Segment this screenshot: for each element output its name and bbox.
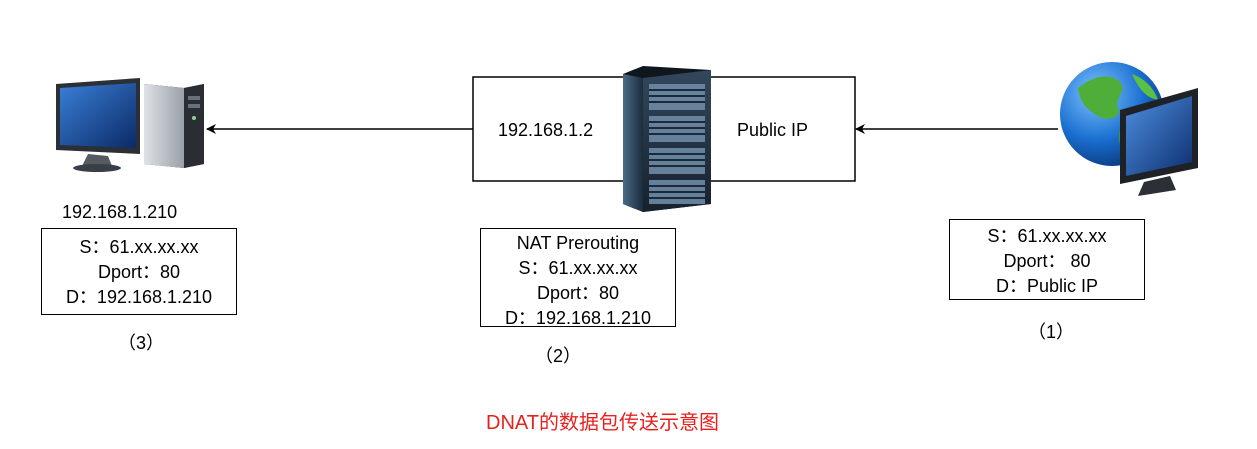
packet-chain: NAT Prerouting (516, 233, 640, 253)
packet-dport: Dport：80 (536, 283, 620, 303)
nat-outer-ip: Public IP (737, 120, 809, 140)
destination-ip-label: 192.168.1.210 (62, 202, 178, 222)
packet-source: S：61.xx.xx.xx (987, 226, 1107, 246)
step-label-1: （1） (1028, 322, 1075, 342)
packet-destination: D：Public IP (995, 276, 1099, 296)
packet-dport: Dport： 80 (1003, 251, 1091, 271)
step-label-3: （3） (118, 333, 165, 353)
server-rack-icon (621, 66, 713, 212)
packet-destination: D：192.168.1.210 (504, 308, 652, 328)
packet-dport: Dport：80 (97, 262, 181, 282)
packet-source: S：61.xx.xx.xx (518, 258, 638, 278)
packet-box-step-2: NAT Prerouting S：61.xx.xx.xx Dport：80 D：… (480, 228, 676, 328)
packet-source: S：61.xx.xx.xx (79, 237, 199, 257)
step-label-2: （2） (535, 346, 582, 366)
packet-box-step-1: S：61.xx.xx.xx Dport： 80 D：Public IP (949, 219, 1145, 300)
nat-inner-ip: 192.168.1.2 (498, 120, 594, 140)
globe-monitor-icon (1058, 58, 1200, 200)
packet-box-step-3: S：61.xx.xx.xx Dport：80 D：192.168.1.210 (41, 228, 237, 315)
packet-destination: D：192.168.1.210 (65, 287, 213, 307)
diagram-title: DNAT的数据包传送示意图 (486, 412, 719, 434)
desktop-computer-icon (52, 78, 210, 178)
